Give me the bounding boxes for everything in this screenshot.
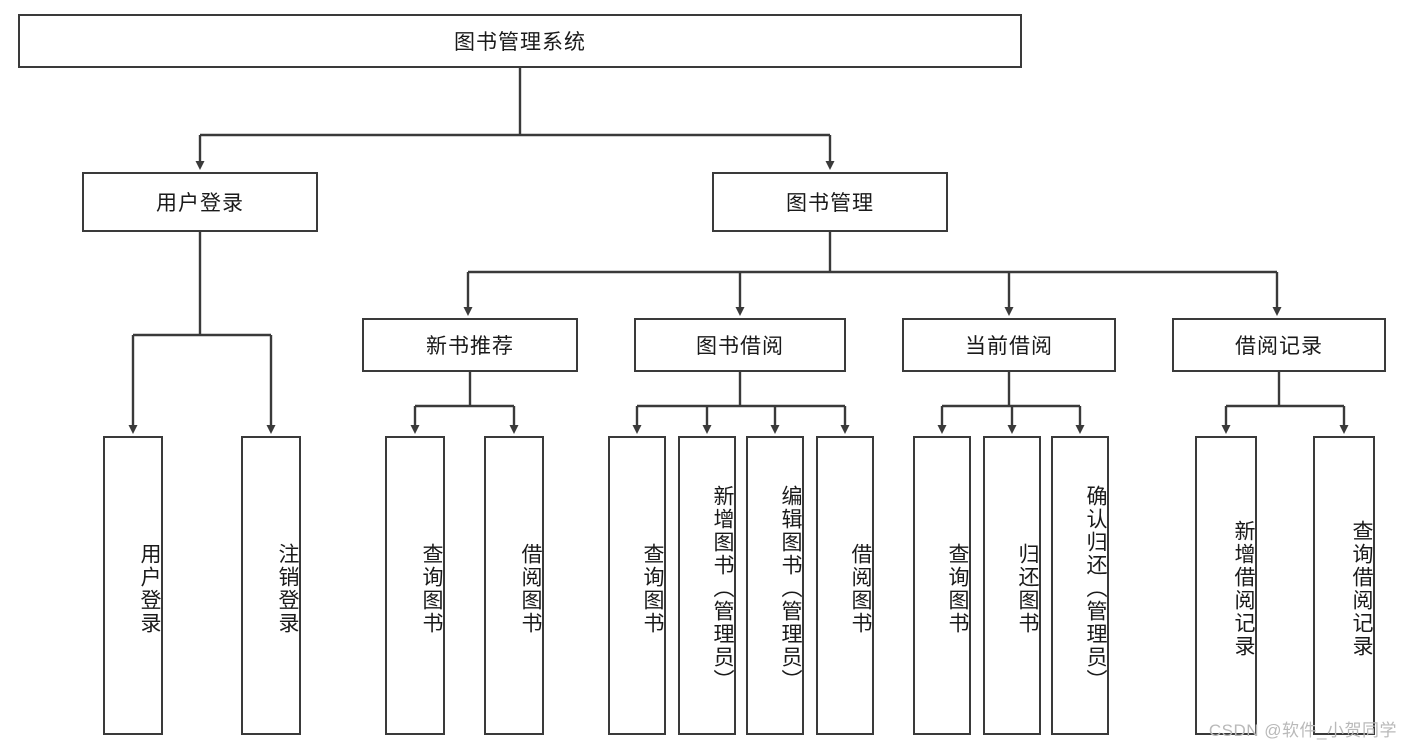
node-level3-3: 当前借阅: [902, 318, 1116, 372]
node-leaf-3: 查询图书: [385, 436, 445, 735]
node-label: 借阅图书: [849, 542, 872, 635]
node-label: 查询图书: [420, 542, 443, 635]
node-label: 图书借阅: [696, 335, 784, 358]
node-label: 编辑图书（管理员）: [779, 485, 802, 692]
node-level2-1: 用户登录: [82, 172, 318, 232]
node-root-book-management-system: 图书管理系统: [18, 14, 1022, 68]
node-label: 新增借阅记录: [1232, 519, 1255, 658]
node-leaf-5: 查询图书: [608, 436, 666, 735]
node-level3-1: 新书推荐: [362, 318, 578, 372]
node-leaf-13: 查询借阅记录: [1313, 436, 1375, 735]
node-label: 借阅图书: [519, 542, 542, 635]
node-leaf-1: 用户登录: [103, 436, 163, 735]
node-label: 当前借阅: [965, 335, 1053, 358]
node-label: 确认归还（管理员）: [1084, 485, 1107, 692]
node-level2-2: 图书管理: [712, 172, 948, 232]
node-leaf-8: 借阅图书: [816, 436, 874, 735]
node-leaf-9: 查询图书: [913, 436, 971, 735]
node-leaf-10: 归还图书: [983, 436, 1041, 735]
watermark-label: CSDN @软件_小贺同学: [1208, 721, 1397, 740]
node-label: 用户登录: [156, 192, 244, 215]
node-leaf-11: 确认归还（管理员）: [1051, 436, 1109, 735]
node-label: 查询图书: [641, 542, 664, 635]
node-label: 查询图书: [946, 542, 969, 635]
node-level3-4: 借阅记录: [1172, 318, 1386, 372]
node-label: 注销登录: [276, 542, 299, 635]
node-label: 新书推荐: [426, 335, 514, 358]
node-label: 查询借阅记录: [1350, 519, 1373, 658]
node-label: 借阅记录: [1235, 335, 1323, 358]
node-label: 图书管理: [786, 192, 874, 215]
node-leaf-4: 借阅图书: [484, 436, 544, 735]
node-leaf-6: 新增图书（管理员）: [678, 436, 736, 735]
node-leaf-2: 注销登录: [241, 436, 301, 735]
node-leaf-7: 编辑图书（管理员）: [746, 436, 804, 735]
node-level3-2: 图书借阅: [634, 318, 846, 372]
node-label: 用户登录: [138, 542, 161, 635]
node-leaf-12: 新增借阅记录: [1195, 436, 1257, 735]
node-label: 图书管理系统: [454, 31, 586, 54]
node-label: 归还图书: [1016, 542, 1039, 635]
node-label: 新增图书（管理员）: [711, 485, 734, 692]
